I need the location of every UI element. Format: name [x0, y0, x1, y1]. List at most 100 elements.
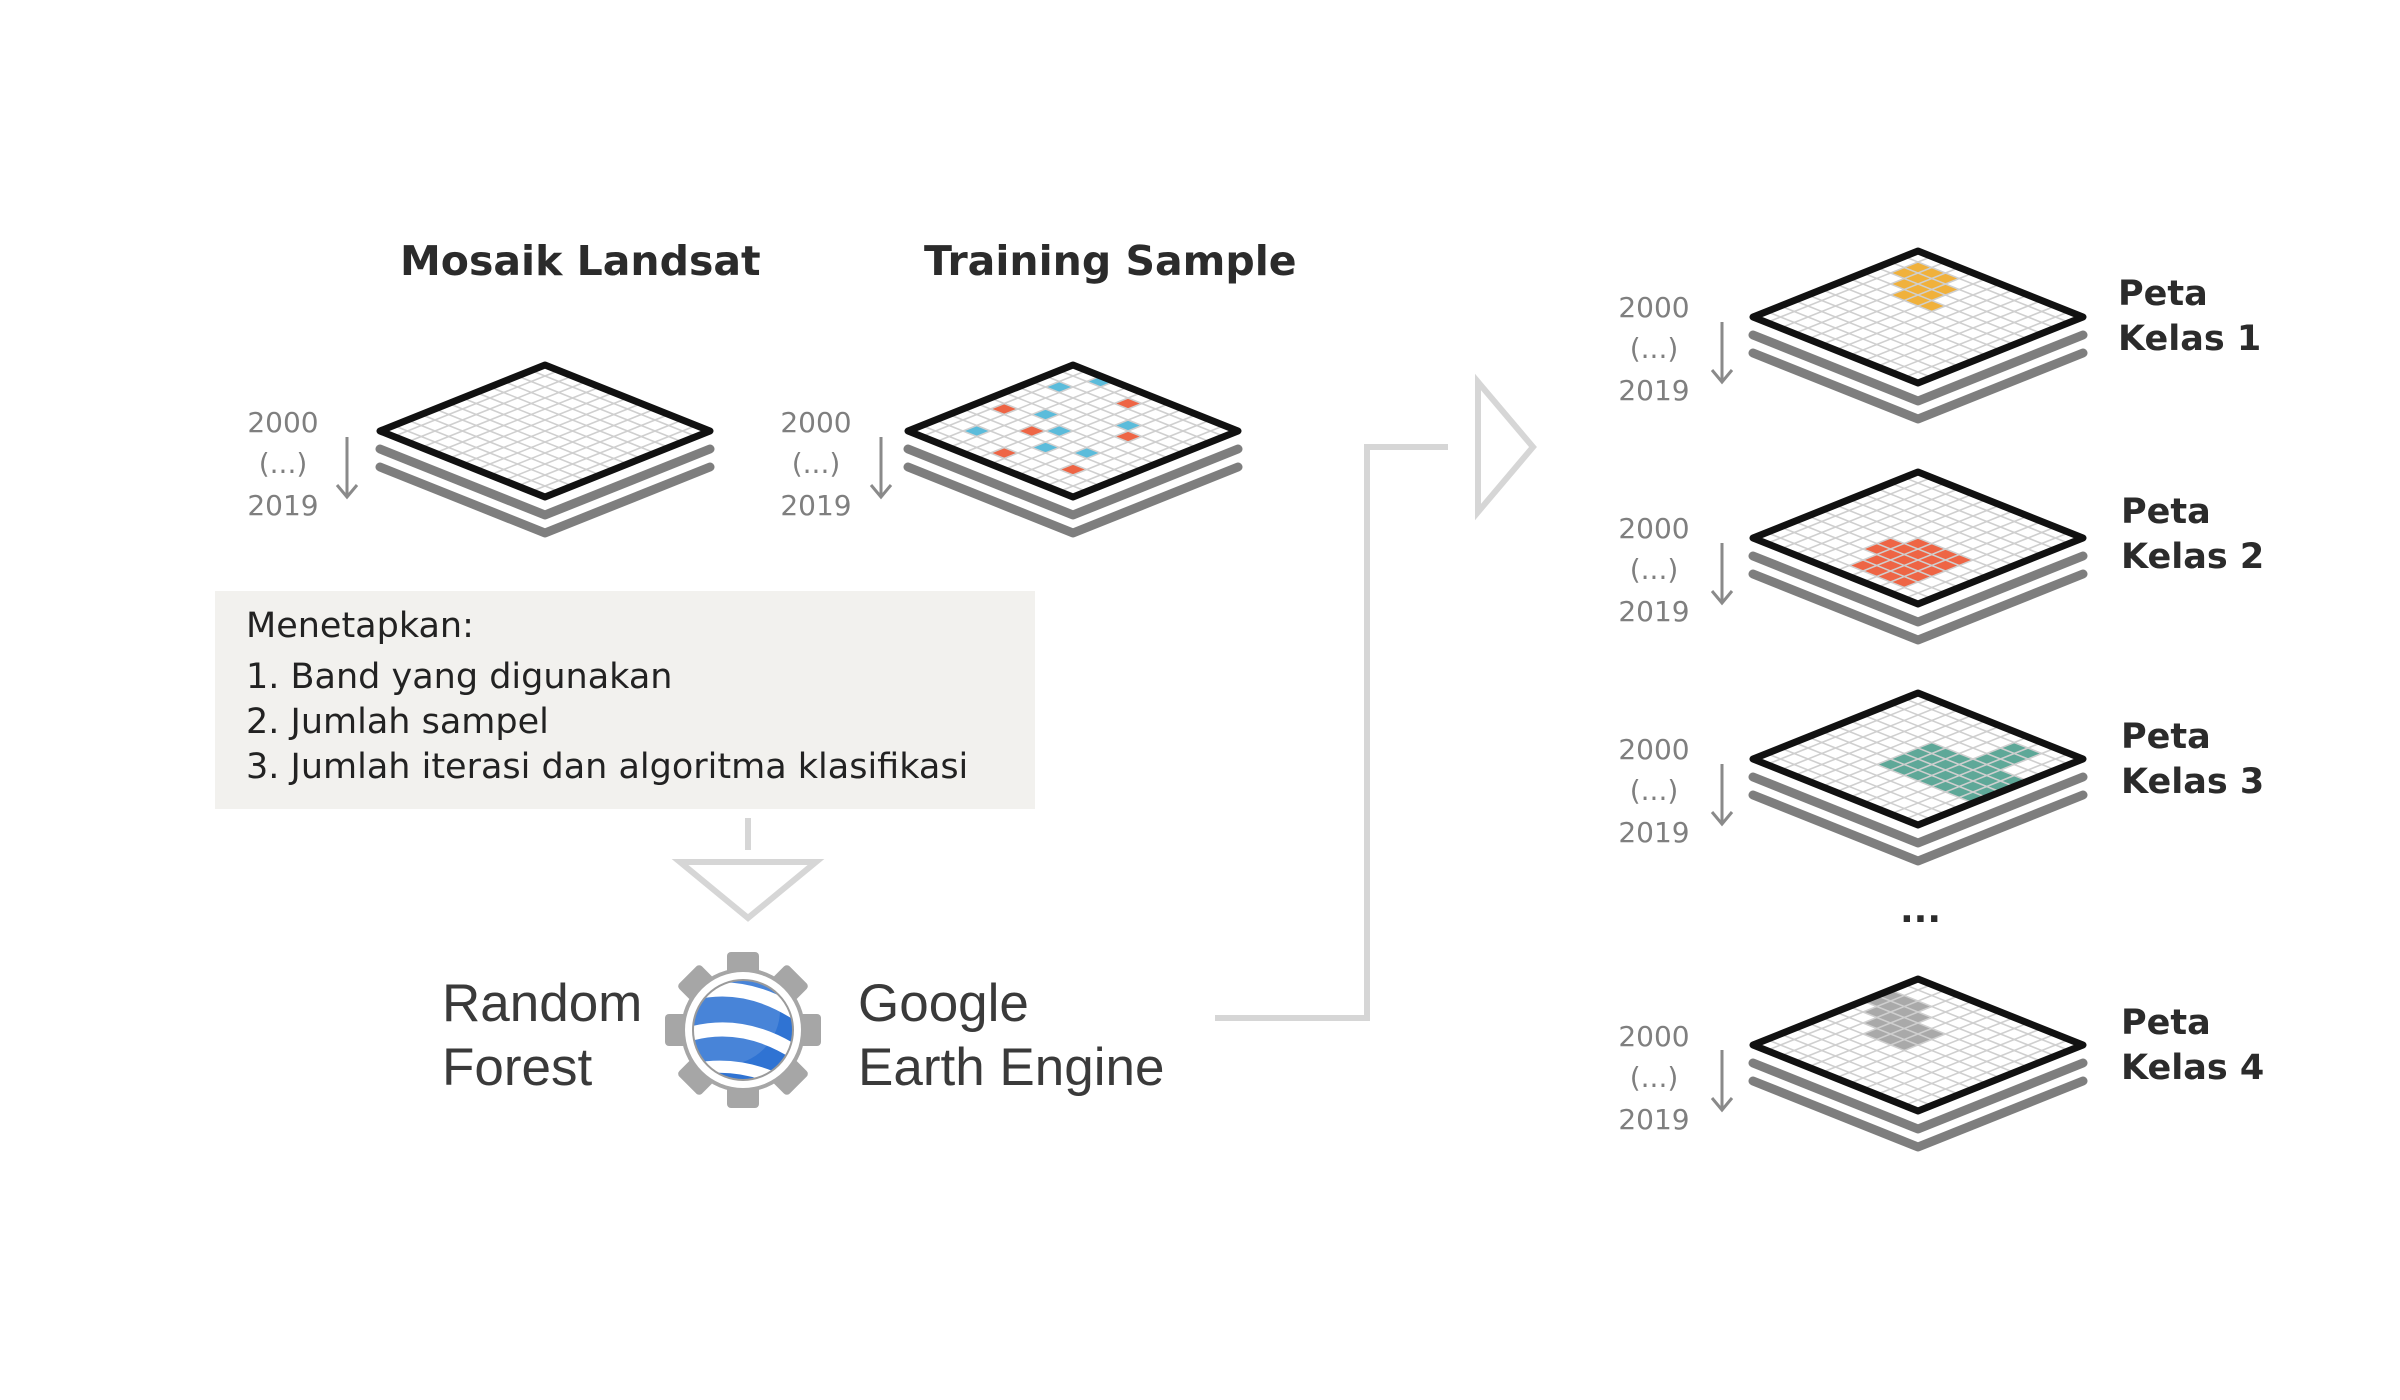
time-arrow-map-4	[1710, 1050, 1734, 1113]
stack-layer-edge	[903, 462, 1243, 538]
year-start-map-3: 2000	[1618, 733, 1690, 766]
map-label-2: Peta Kelas 2	[2121, 490, 2264, 580]
time-arrow-landsat	[335, 437, 359, 500]
grid-line	[1766, 1038, 1933, 1107]
gear-tooth	[770, 965, 808, 1003]
time-arrow-training	[869, 437, 893, 500]
stack-map-3	[1748, 689, 2088, 866]
map-label-3-line-1: Peta	[2121, 717, 2211, 757]
year-end-map-2: 2019	[1618, 595, 1690, 628]
grid-line	[1903, 1038, 2070, 1107]
map-label-4: Peta Kelas 4	[2121, 1001, 2264, 1091]
map-label-2-line-1: Peta	[2121, 492, 2211, 532]
grid-line	[1780, 747, 1946, 815]
year-middle-map-4: (...)	[1629, 1061, 1679, 1094]
year-middle-map-3: (...)	[1629, 774, 1679, 807]
more-maps-ellipsis: ...	[1900, 890, 1942, 931]
stack-layer-edge	[1748, 569, 2088, 645]
grid-line	[1766, 531, 1933, 600]
random-forest-line-2: Forest	[442, 1038, 593, 1097]
stack-layer-edge	[1748, 348, 2088, 424]
raster-stacks	[375, 247, 2088, 1152]
year-end-map-3: 2019	[1618, 816, 1690, 849]
right-arrow-icon	[1475, 373, 1537, 521]
raster-top-outline	[1749, 468, 2087, 608]
gear-tooth	[727, 952, 759, 978]
year-middle-training: (...)	[791, 447, 841, 480]
stack-layer-edge	[1748, 1058, 2088, 1134]
stack-layer-edge	[1748, 1076, 2088, 1152]
stack-training-sample	[903, 361, 1243, 538]
settings-item-samples: 2. Jumlah sampel	[246, 702, 549, 742]
stack-mosaik-landsat	[375, 361, 715, 538]
settings-panel: Menetapkan: 1. Band yang digunakan 2. Ju…	[215, 591, 1035, 809]
earth-engine-line-2: Earth Engine	[858, 1038, 1165, 1097]
year-start-landsat: 2000	[247, 406, 319, 439]
grid-line	[393, 424, 560, 493]
gear-tooth	[665, 1014, 691, 1046]
grid-line	[530, 424, 697, 493]
grid-line	[1058, 424, 1225, 493]
stack-layer-edge	[903, 444, 1243, 520]
grid-line	[1780, 526, 1946, 594]
time-arrow-map-1	[1710, 322, 1734, 385]
stack-map-2	[1748, 468, 2088, 645]
grid-line	[1903, 752, 2070, 821]
title-training-sample: Training Sample	[924, 237, 1297, 285]
raster-top-outline	[376, 361, 714, 501]
gear-tooth	[727, 1082, 759, 1108]
stack-layer-edge	[375, 444, 715, 520]
random-forest-label: Random Forest	[442, 972, 642, 1100]
year-start-map-2: 2000	[1618, 512, 1690, 545]
google-earth-engine-label: Google Earth Engine	[858, 972, 1164, 1100]
stack-layer-edge	[1748, 772, 2088, 848]
stack-layer-edge	[1748, 330, 2088, 406]
time-arrow-map-3	[1710, 764, 1734, 827]
year-middle-map-1: (...)	[1629, 332, 1679, 365]
stack-layer-edge	[1748, 551, 2088, 627]
map-label-4-line-1: Peta	[2121, 1003, 2211, 1043]
stack-layer-edge	[375, 462, 715, 538]
year-start-training: 2000	[780, 406, 852, 439]
gear-tooth	[678, 1057, 716, 1095]
random-forest-line-1: Random	[442, 974, 643, 1033]
gear-tooth	[795, 1014, 821, 1046]
map-label-2-line-2: Kelas 2	[2121, 537, 2265, 577]
year-end-map-1: 2019	[1618, 374, 1690, 407]
grid-line	[1766, 310, 1933, 379]
connector-line	[1215, 444, 1448, 1021]
year-start-map-4: 2000	[1618, 1020, 1690, 1053]
year-end-map-4: 2019	[1618, 1103, 1690, 1136]
earth-engine-logo-icon	[665, 952, 821, 1108]
grid-line	[935, 419, 1101, 487]
year-middle-map-2: (...)	[1629, 553, 1679, 586]
year-end-training: 2019	[780, 489, 852, 522]
map-label-1-line-2: Kelas 1	[2118, 319, 2262, 359]
settings-item-bands: 1. Band yang digunakan	[246, 657, 673, 697]
gear-tooth	[770, 1057, 808, 1095]
stack-map-1	[1748, 247, 2088, 424]
grid-line	[1903, 310, 2070, 379]
grid-line	[1903, 531, 2070, 600]
map-label-3: Peta Kelas 3	[2121, 715, 2264, 805]
time-arrow-map-2	[1710, 543, 1734, 606]
year-middle-landsat: (...)	[258, 447, 308, 480]
settings-heading: Menetapkan:	[246, 606, 474, 646]
grid-line	[1766, 752, 1933, 821]
grid-line	[921, 424, 1088, 493]
map-label-3-line-2: Kelas 3	[2121, 762, 2265, 802]
grid-line	[1780, 1033, 1946, 1101]
gear-tooth	[678, 965, 716, 1003]
year-start-map-1: 2000	[1618, 291, 1690, 324]
earth-engine-line-1: Google	[858, 974, 1029, 1033]
year-end-landsat: 2019	[247, 489, 319, 522]
raster-top-outline	[1749, 689, 2087, 829]
down-arrow-icon	[671, 818, 825, 922]
map-label-1-line-1: Peta	[2118, 274, 2208, 314]
grid-line	[407, 419, 573, 487]
raster-top-outline	[1749, 975, 2087, 1115]
settings-item-iterations: 3. Jumlah iterasi dan algoritma klasifik…	[246, 747, 969, 787]
stack-map-4	[1748, 975, 2088, 1152]
time-arrows	[335, 322, 1734, 1113]
